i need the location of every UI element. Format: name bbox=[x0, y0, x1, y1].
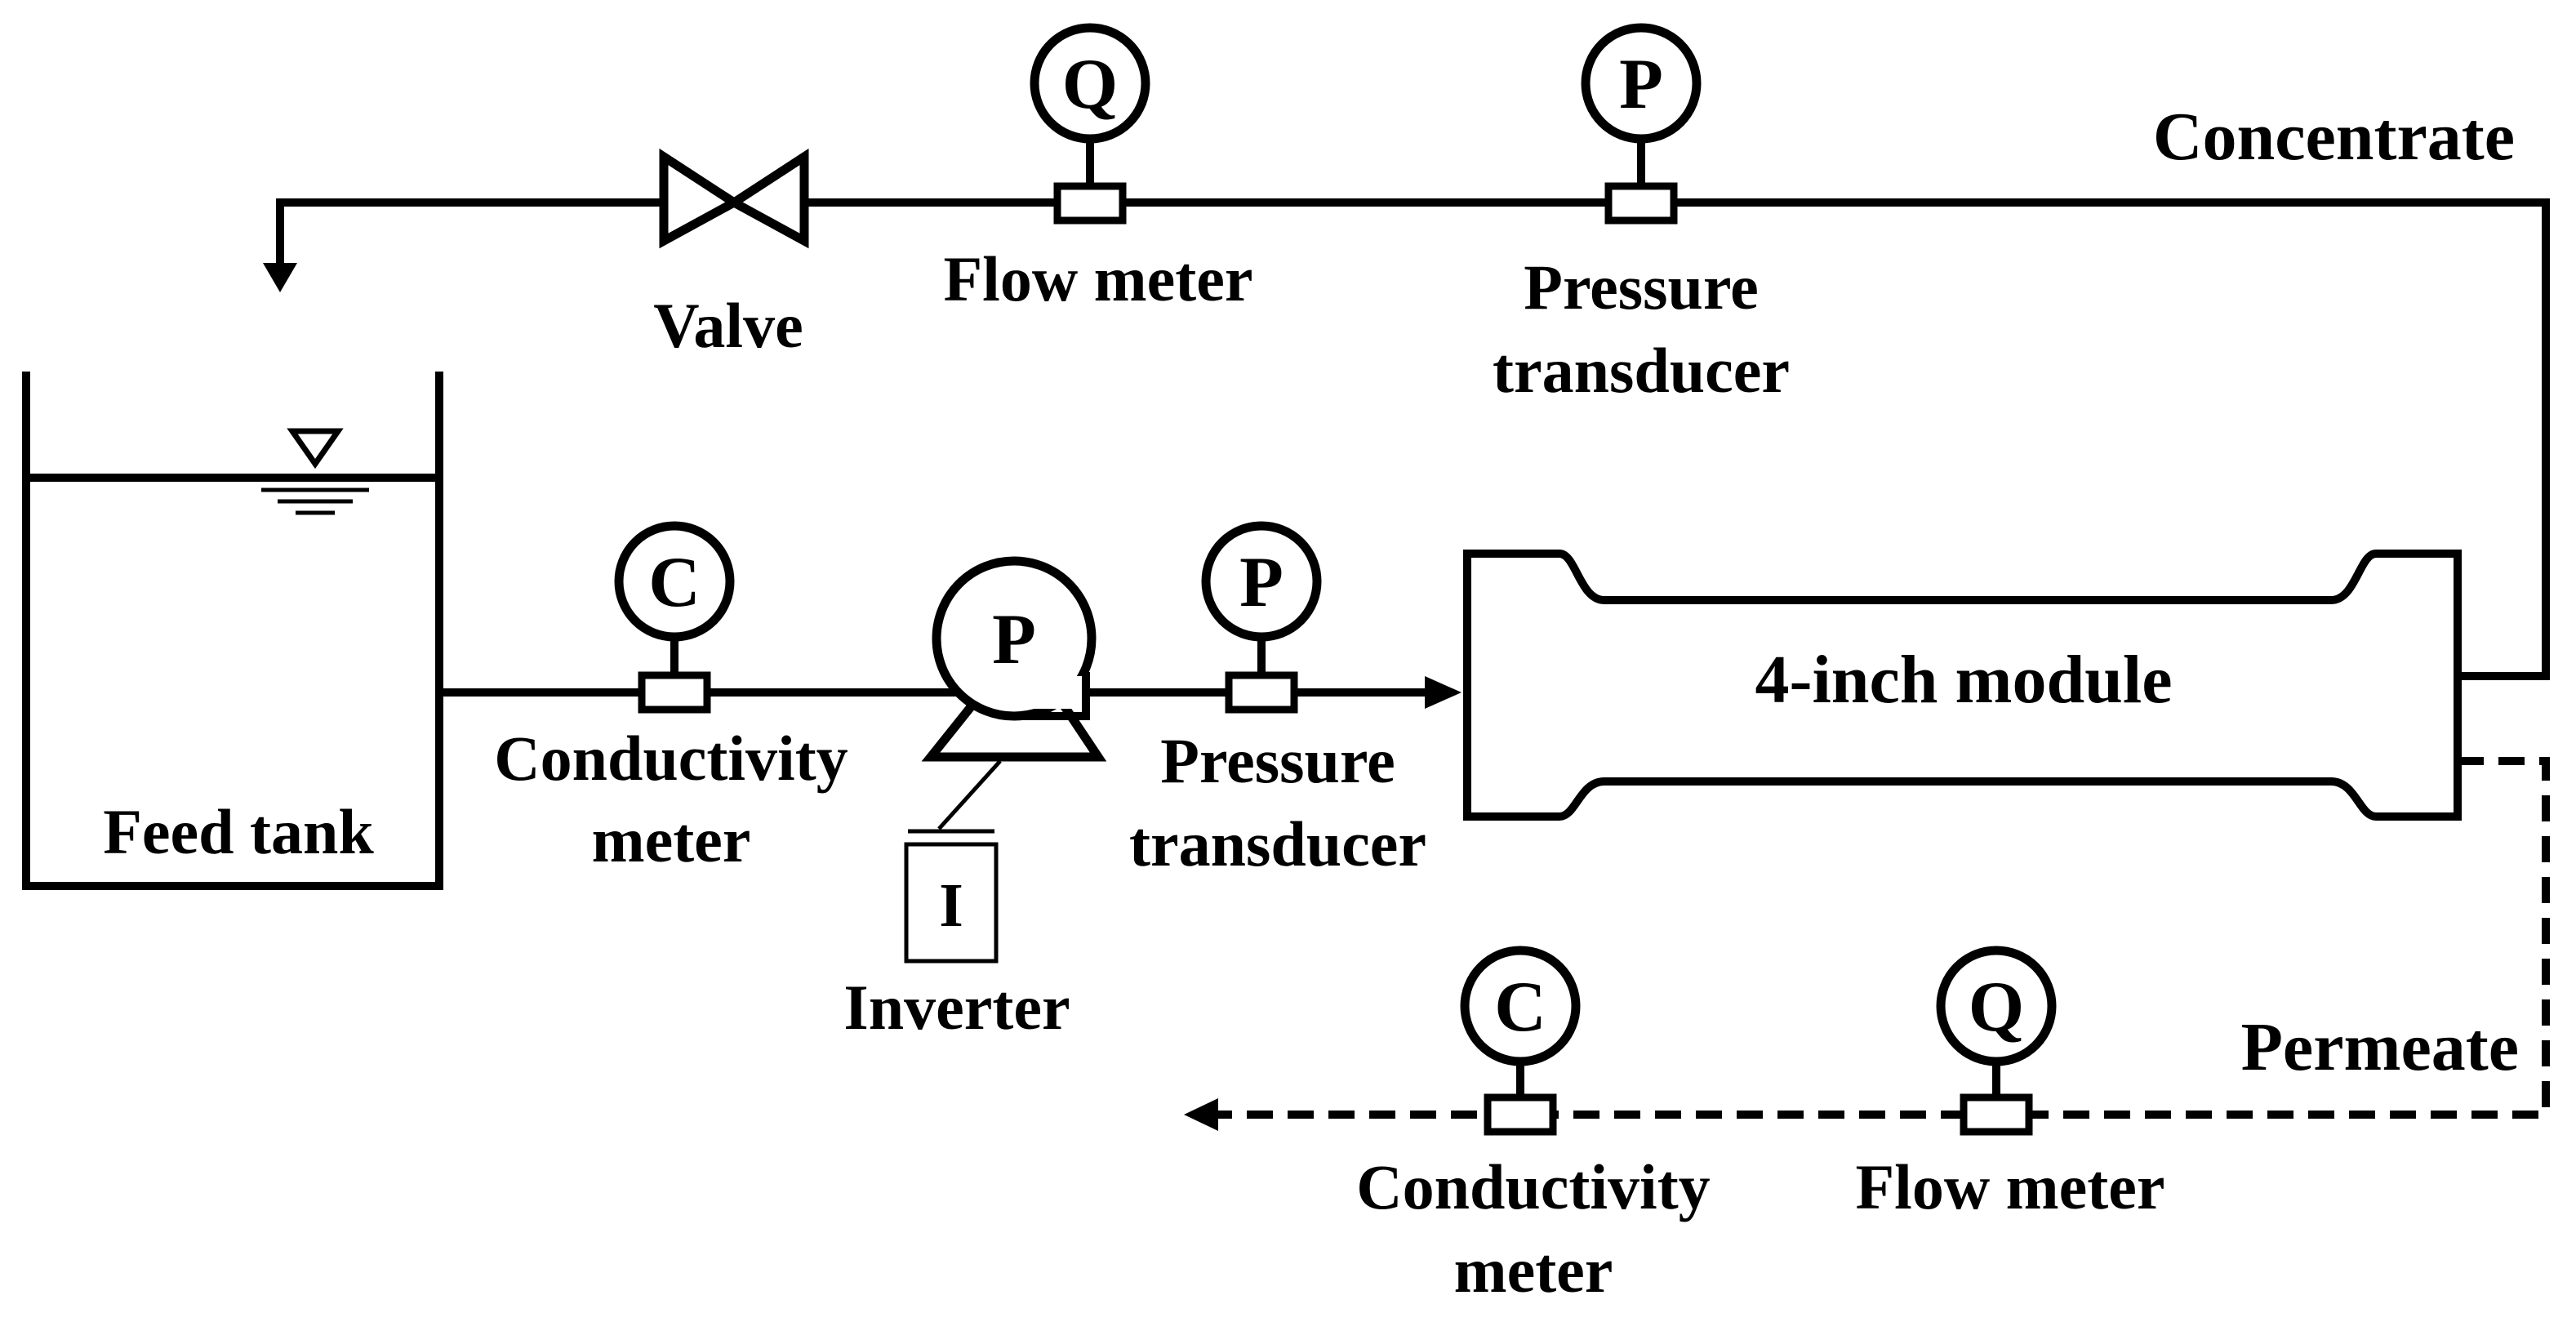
inverter-i-glyph: I bbox=[939, 871, 963, 940]
valve-label: Valve bbox=[653, 290, 803, 361]
conductivity-meter-permeate-label-2: meter bbox=[1454, 1235, 1613, 1306]
permeate-label: Permeate bbox=[2241, 1009, 2519, 1085]
water-level-icon bbox=[287, 428, 344, 470]
flow-meter-concentrate: Q bbox=[1030, 23, 1150, 225]
pressure-transducer-feed-label-2: transducer bbox=[1129, 808, 1426, 879]
valve-icon bbox=[659, 148, 809, 249]
conductivity-meter-feed-label-1: Conductivity bbox=[494, 723, 848, 794]
concentrate-line bbox=[263, 198, 2550, 680]
permeate-arrow-head bbox=[1184, 1098, 1218, 1131]
pump-icon: P bbox=[921, 556, 1107, 762]
concentrate-label: Concentrate bbox=[2153, 99, 2515, 175]
pressure-transducer-feed-label-1: Pressure bbox=[1160, 725, 1395, 796]
flow-q-glyph-permeate: Q bbox=[1969, 968, 2024, 1047]
flow-q-glyph: Q bbox=[1062, 45, 1118, 124]
feed-arrow-head bbox=[1425, 676, 1462, 709]
feed-tank-label: Feed tank bbox=[103, 796, 374, 867]
pressure-p-glyph-feed: P bbox=[1239, 543, 1284, 622]
conductivity-c-glyph: C bbox=[648, 543, 701, 622]
pressure-transducer-feed: P bbox=[1201, 521, 1322, 714]
inverter: I bbox=[904, 759, 1002, 964]
conductivity-meter-permeate-label-1: Conductivity bbox=[1356, 1151, 1710, 1222]
conductivity-c-glyph-permeate: C bbox=[1494, 968, 1546, 1047]
pressure-p-glyph: P bbox=[1619, 45, 1663, 124]
pressure-transducer-concentrate-label-2: transducer bbox=[1493, 335, 1790, 406]
pump-p-glyph: P bbox=[992, 600, 1036, 679]
module-label: 4-inch module bbox=[1755, 642, 2172, 718]
pressure-transducer-concentrate-label-1: Pressure bbox=[1524, 251, 1758, 323]
pressure-transducer-concentrate: P bbox=[1581, 23, 1702, 225]
conductivity-meter-feed-label-2: meter bbox=[592, 804, 751, 875]
flow-meter-concentrate-label: Flow meter bbox=[944, 243, 1253, 314]
feed-tank bbox=[22, 372, 443, 890]
conductivity-meter-feed: C bbox=[614, 521, 735, 714]
conductivity-meter-permeate: C bbox=[1460, 946, 1581, 1136]
flow-meter-permeate-label: Flow meter bbox=[1856, 1151, 2165, 1222]
permeate-line bbox=[1184, 757, 2550, 1131]
inverter-label: Inverter bbox=[843, 972, 1070, 1043]
return-arrow-head bbox=[263, 263, 297, 292]
flow-meter-permeate: Q bbox=[1936, 946, 2057, 1136]
membrane-module bbox=[1463, 550, 2462, 821]
